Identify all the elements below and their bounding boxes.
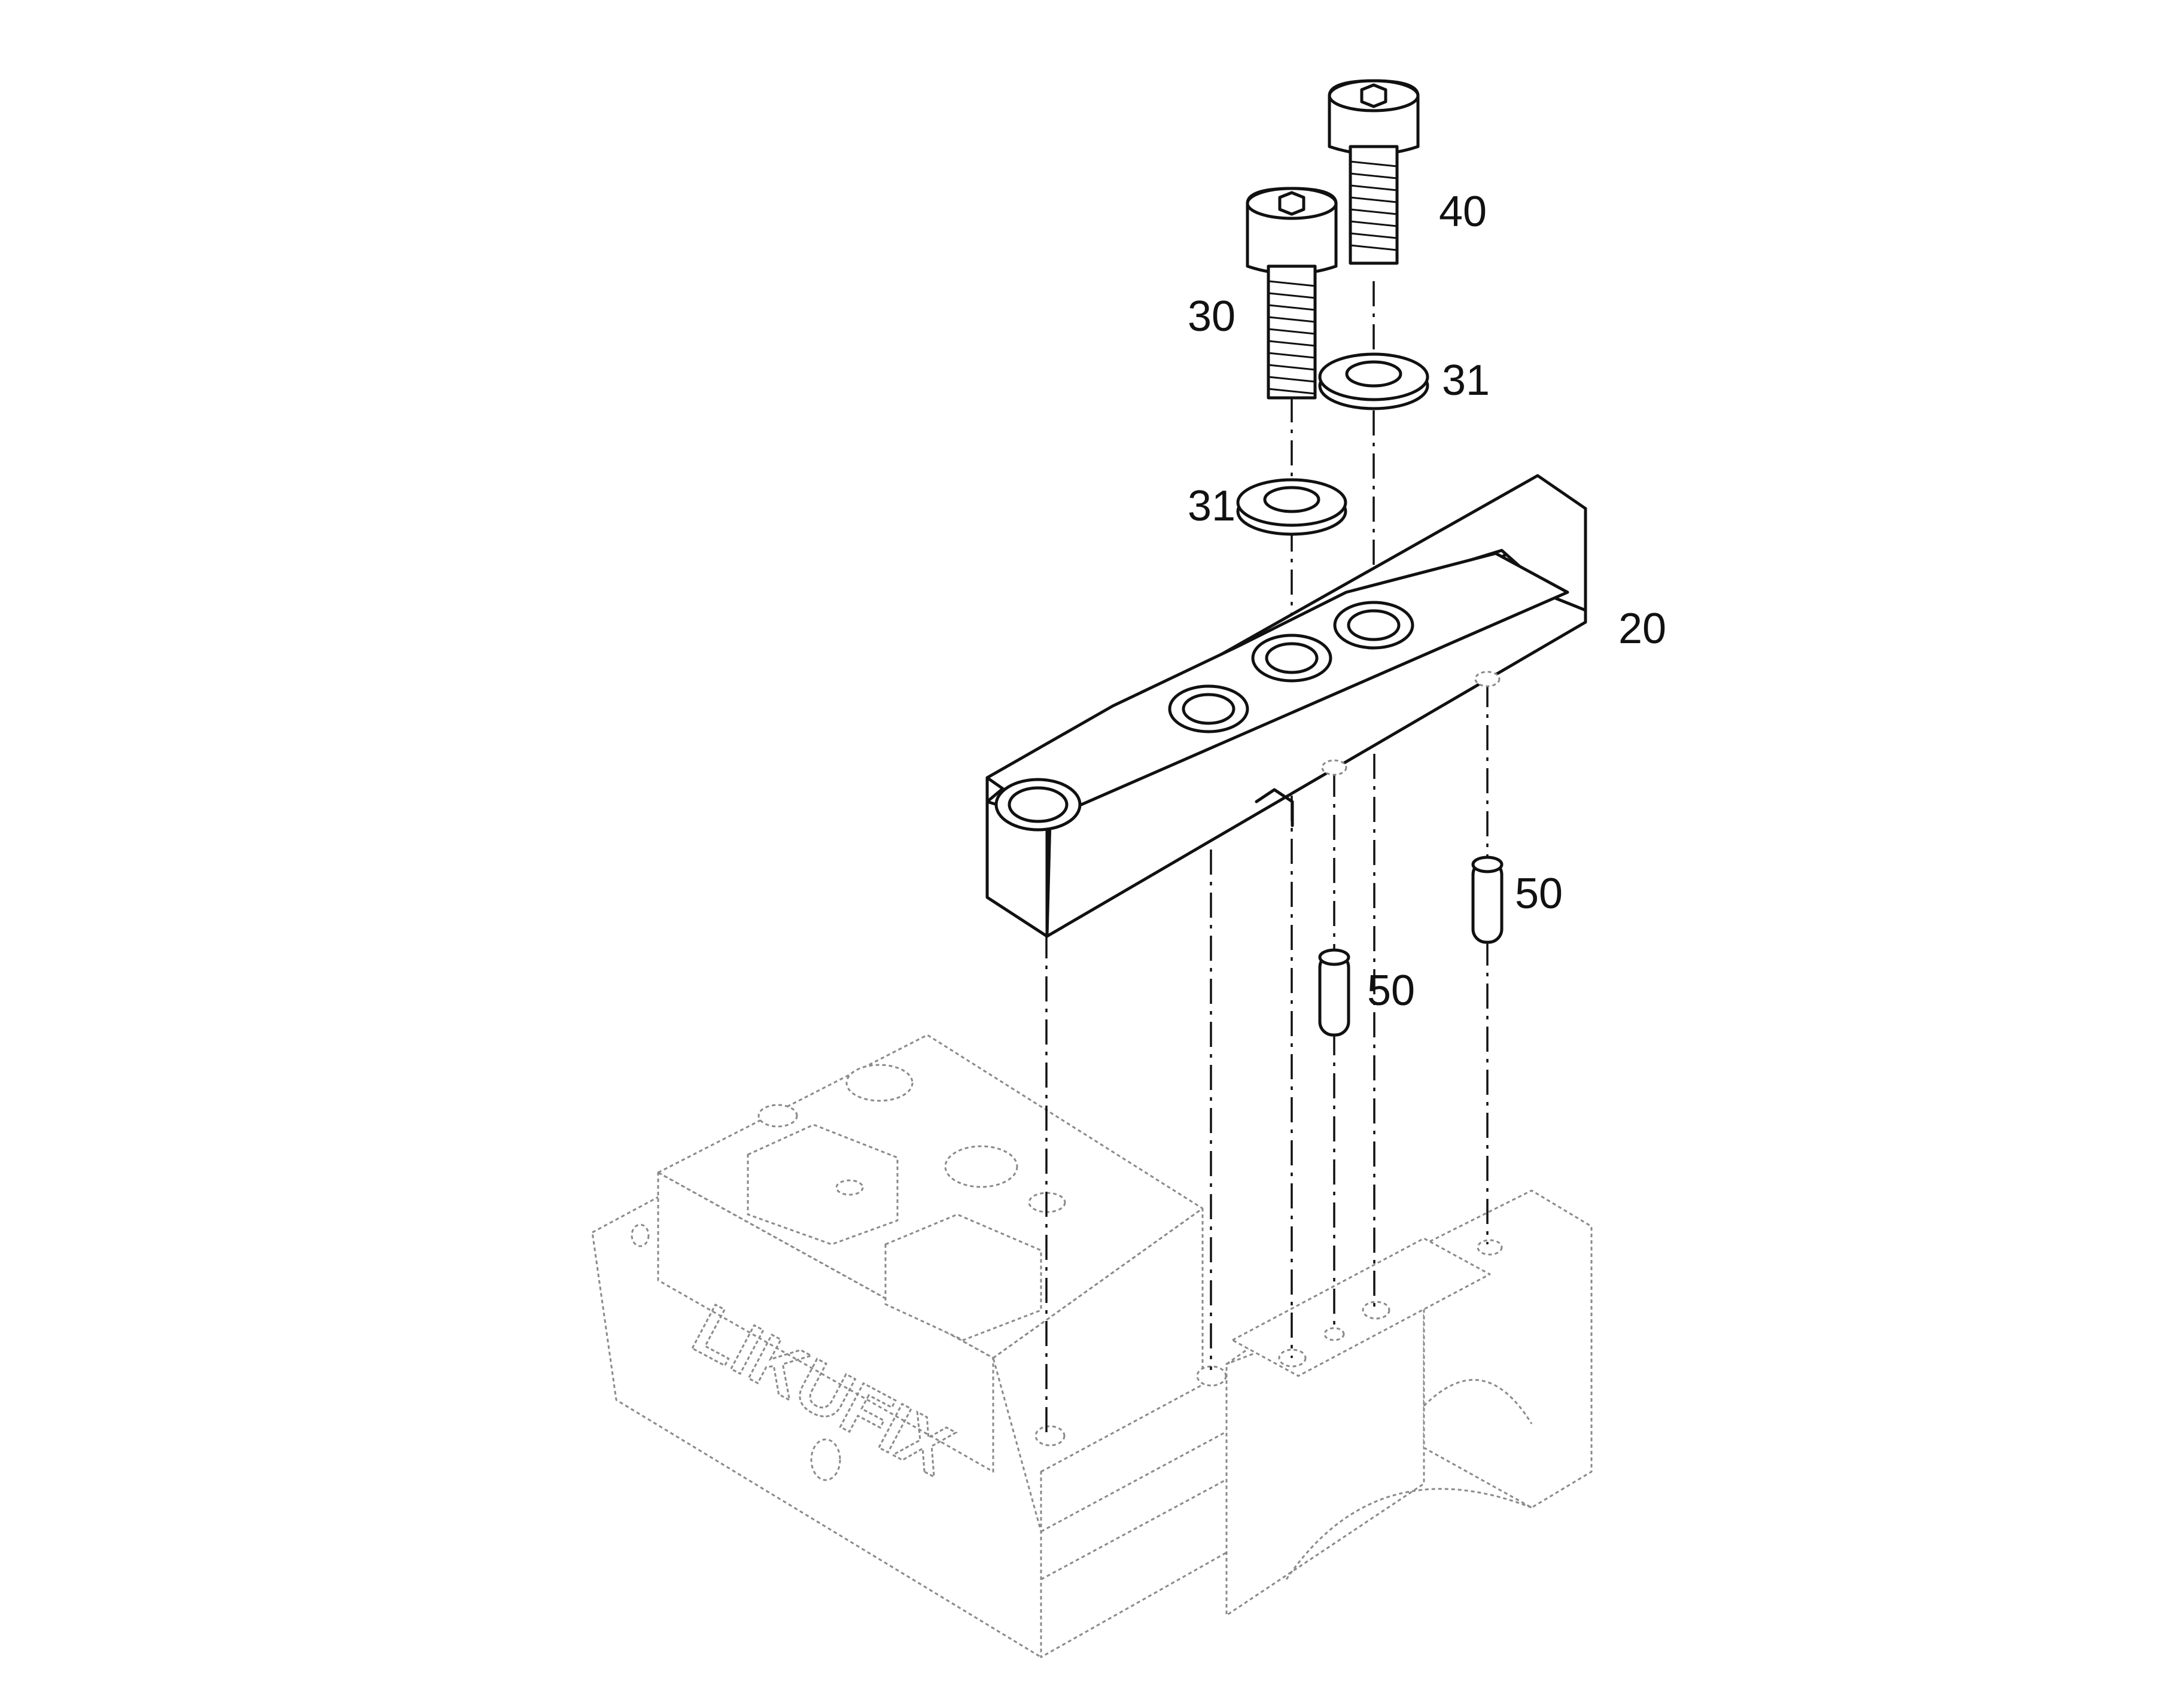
- washer-31-upper: [1318, 352, 1429, 410]
- clamping-jaw-20: [985, 474, 1587, 938]
- callout-20: 20: [1618, 605, 1666, 653]
- dowel-pin-50-left: [1318, 948, 1350, 1037]
- callout-40: 40: [1439, 188, 1487, 236]
- vise-base-ghost: LIKUFIX: [591, 1034, 1593, 1658]
- callout-labels: 40 30 31 31 20 50 50: [1188, 188, 1666, 1015]
- screw-40: [1328, 79, 1420, 265]
- dowel-pin-50-right: [1471, 855, 1504, 944]
- screw-40-thread: [1350, 160, 1398, 251]
- callout-50-right: 50: [1515, 870, 1563, 918]
- screw-30-thread: [1268, 280, 1316, 395]
- callout-31-upper: 31: [1442, 357, 1490, 404]
- callout-50-left: 50: [1367, 967, 1415, 1015]
- assembly-axis-lines: [1045, 281, 1489, 1433]
- washer-31-lower: [1236, 478, 1347, 536]
- callout-31-lower: 31: [1188, 482, 1235, 530]
- callout-30: 30: [1188, 293, 1235, 340]
- screw-30: [1246, 187, 1338, 400]
